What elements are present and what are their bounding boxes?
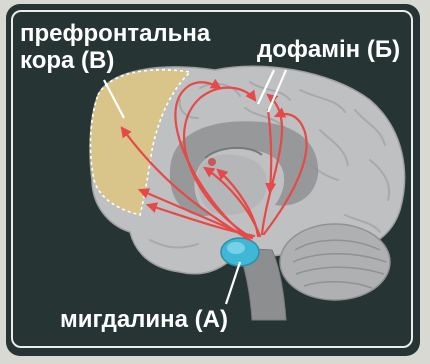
nucleus-marker xyxy=(208,158,216,166)
label-amygdala: мигдалина (А) xyxy=(60,306,228,333)
label-dopamine: дофамін (Б) xyxy=(257,36,400,63)
pointer-amygdala xyxy=(226,262,240,304)
label-prefrontal-line1: префронтальна xyxy=(20,20,210,47)
label-prefrontal-line2: кора (В) xyxy=(20,47,210,74)
amygdala-highlight xyxy=(227,242,245,254)
cerebellum xyxy=(280,224,390,300)
label-prefrontal-cortex: префронтальна кора (В) xyxy=(20,20,210,74)
